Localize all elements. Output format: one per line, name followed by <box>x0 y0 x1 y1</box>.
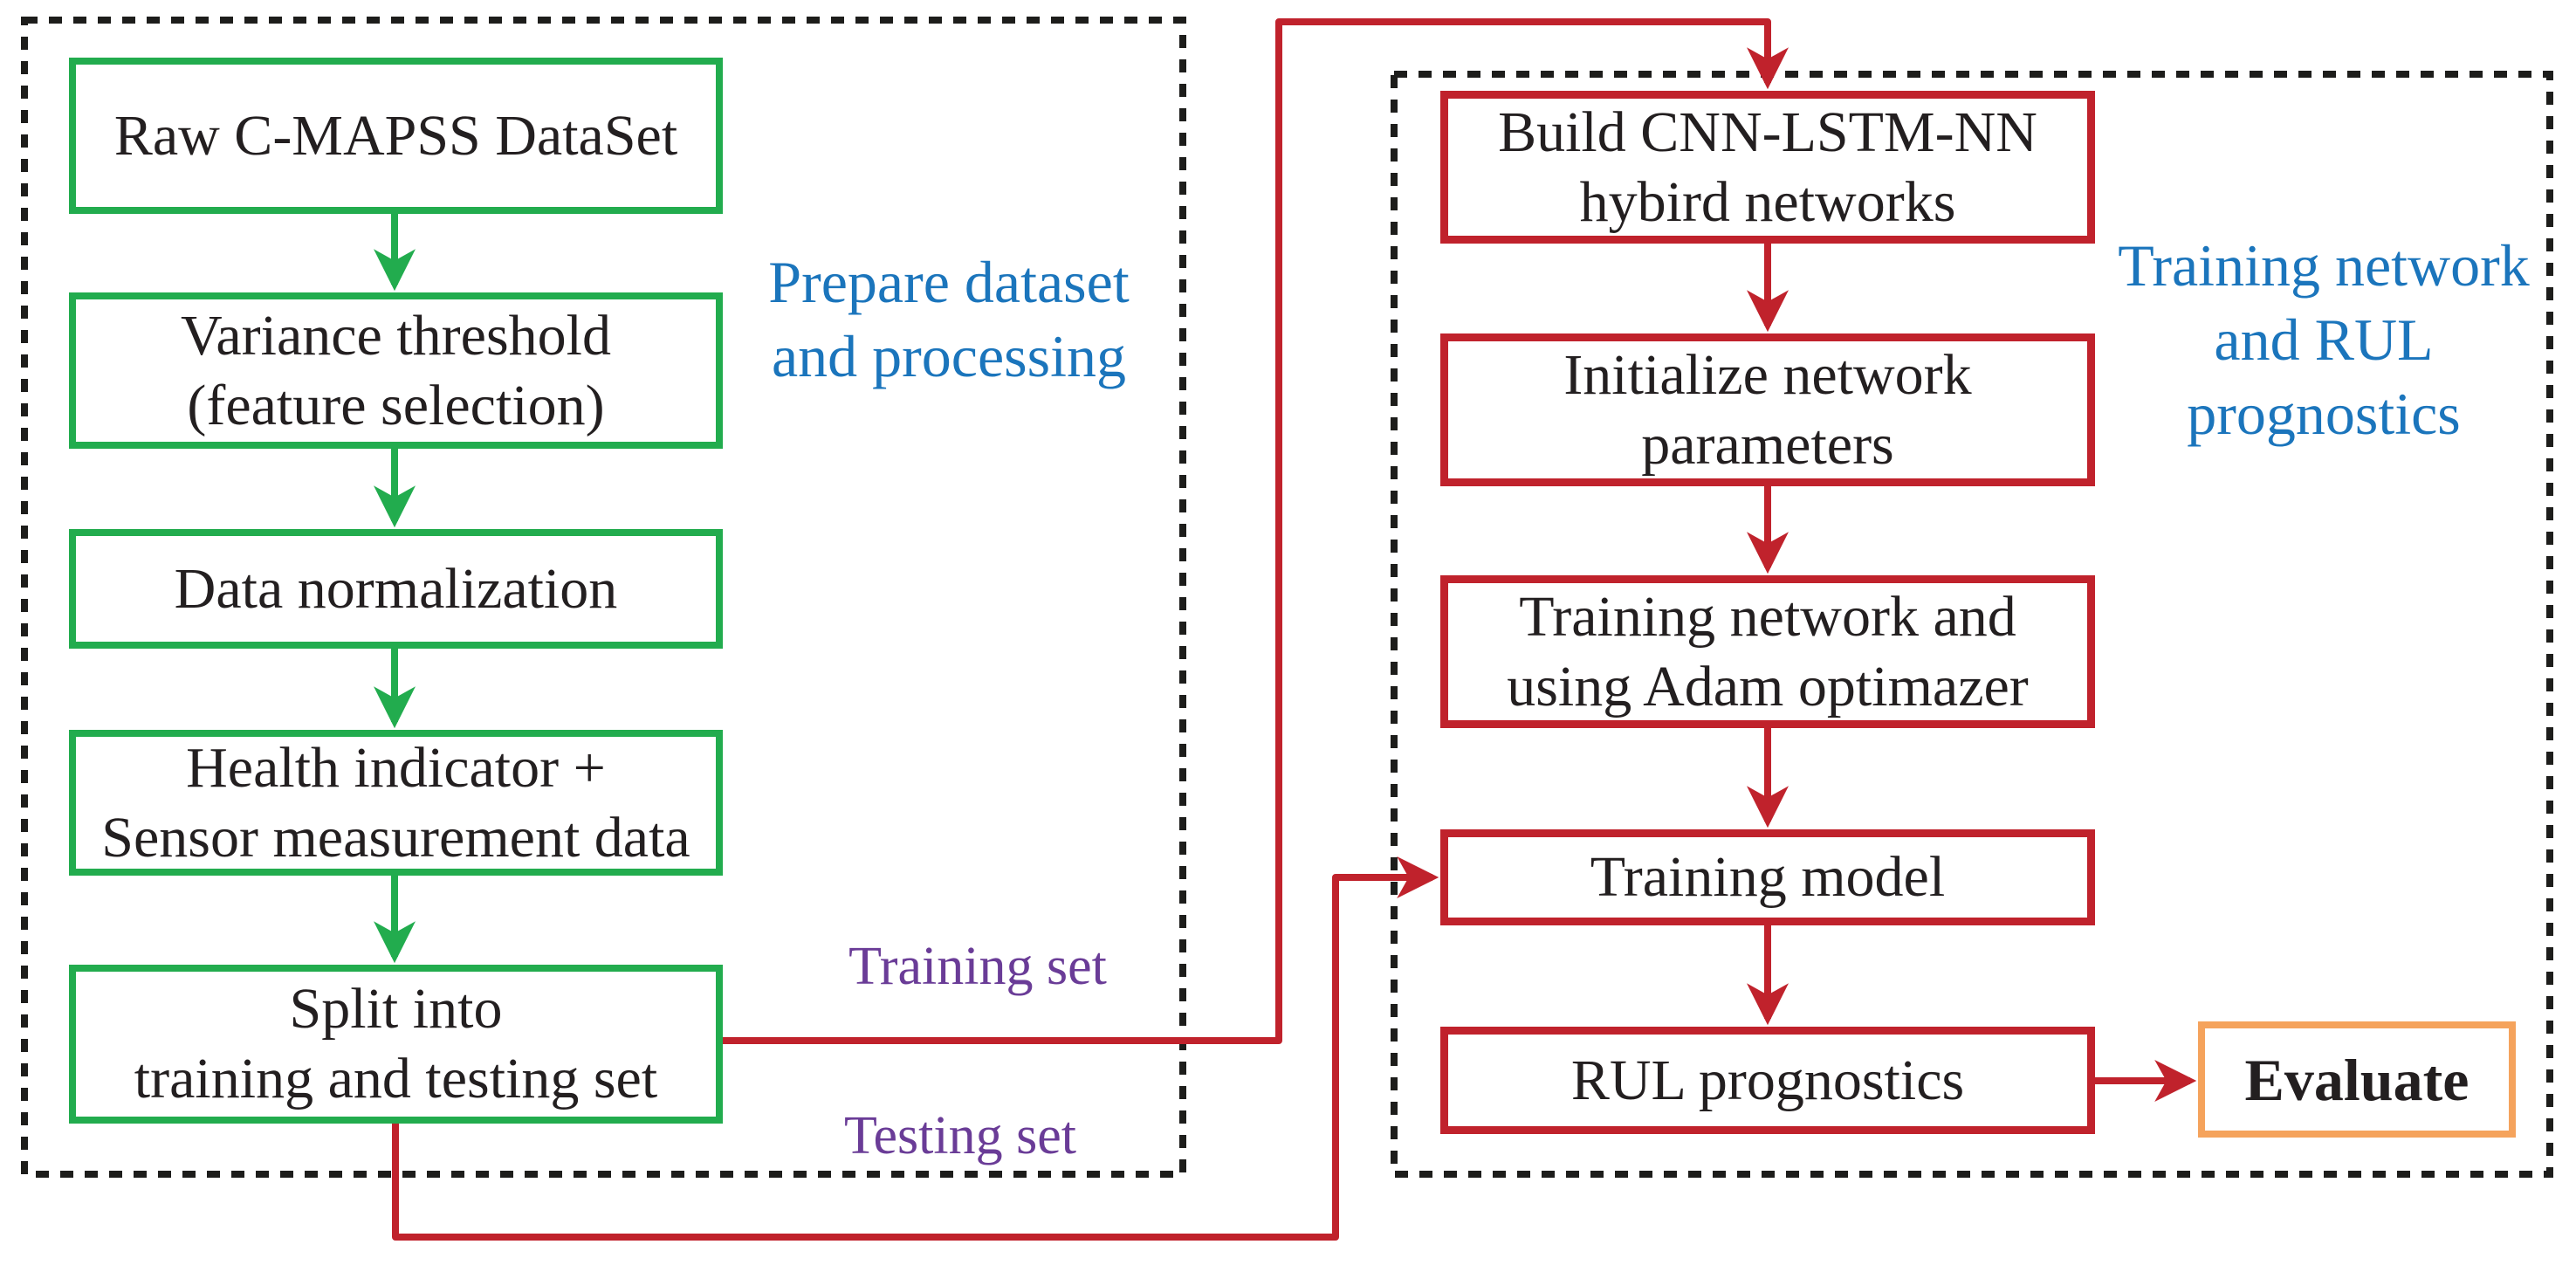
box-line: Training model <box>1590 845 1946 909</box>
caption-line: and <box>2214 306 2300 373</box>
box-line: Initialize network <box>1563 342 1972 407</box>
right-panel-caption: Training network and RUL prognostics <box>2105 229 2542 451</box>
box-build-cnn-lstm-nn: Build CNN-LSTM-NN hybird networks <box>1440 91 2095 244</box>
box-line: parameters <box>1641 412 1894 477</box>
left-panel-caption: Prepare dataset and processing <box>752 245 1145 394</box>
caption-line: RUL prognostics <box>2187 306 2461 447</box>
box-line: Variance threshold <box>181 303 611 368</box>
box-initialize-parameters: Initialize network parameters <box>1440 333 2095 486</box>
caption-line: and processing <box>771 323 1126 389</box>
box-line: Sensor measurement data <box>101 805 690 870</box>
box-health-indicator: Health indicator + Sensor measurement da… <box>69 730 723 876</box>
training-set-label: Training set <box>848 937 1107 996</box>
right-panel-dashed-border <box>1391 71 2553 1178</box>
box-line: RUL prognostics <box>1570 1048 1965 1112</box>
box-line: using Adam optimazer <box>1507 654 2029 718</box>
training-set-route <box>723 18 1789 1044</box>
box-variance-threshold: Variance threshold (feature selection) <box>69 292 723 449</box>
box-training-model: Training model <box>1440 829 2095 925</box>
caption-line: Prepare dataset <box>768 249 1130 315</box>
box-training-adam: Training network and using Adam optimaze… <box>1440 575 2095 728</box>
box-line: (feature selection) <box>187 373 605 437</box>
box-split-train-test: Split into training and testing set <box>69 965 723 1124</box>
box-line: Health indicator + <box>186 735 606 800</box>
testing-set-route <box>392 856 1439 1241</box>
testing-set-label: Testing set <box>843 1106 1076 1165</box>
box-line: Training network and <box>1519 584 2016 649</box>
box-line: Raw C-MAPSS DataSet <box>113 103 678 168</box>
box-line: Build CNN-LSTM-NN <box>1498 100 2037 164</box>
box-line: Split into <box>289 977 503 1041</box>
box-line: Data normalization <box>174 556 618 621</box>
box-raw-cmapss-dataset: Raw C-MAPSS DataSet <box>69 58 723 214</box>
caption-line: Training network <box>2118 232 2530 299</box>
box-data-normalization: Data normalization <box>69 529 723 649</box>
box-evaluate: Evaluate <box>2198 1021 2516 1138</box>
left-panel-dashed-border <box>21 17 1186 1178</box>
box-line: training and testing set <box>134 1047 658 1110</box>
box-line: Evaluate <box>2244 1046 2470 1113</box>
box-rul-prognostics: RUL prognostics <box>1440 1027 2095 1134</box>
box-line: hybird networks <box>1579 169 1956 234</box>
